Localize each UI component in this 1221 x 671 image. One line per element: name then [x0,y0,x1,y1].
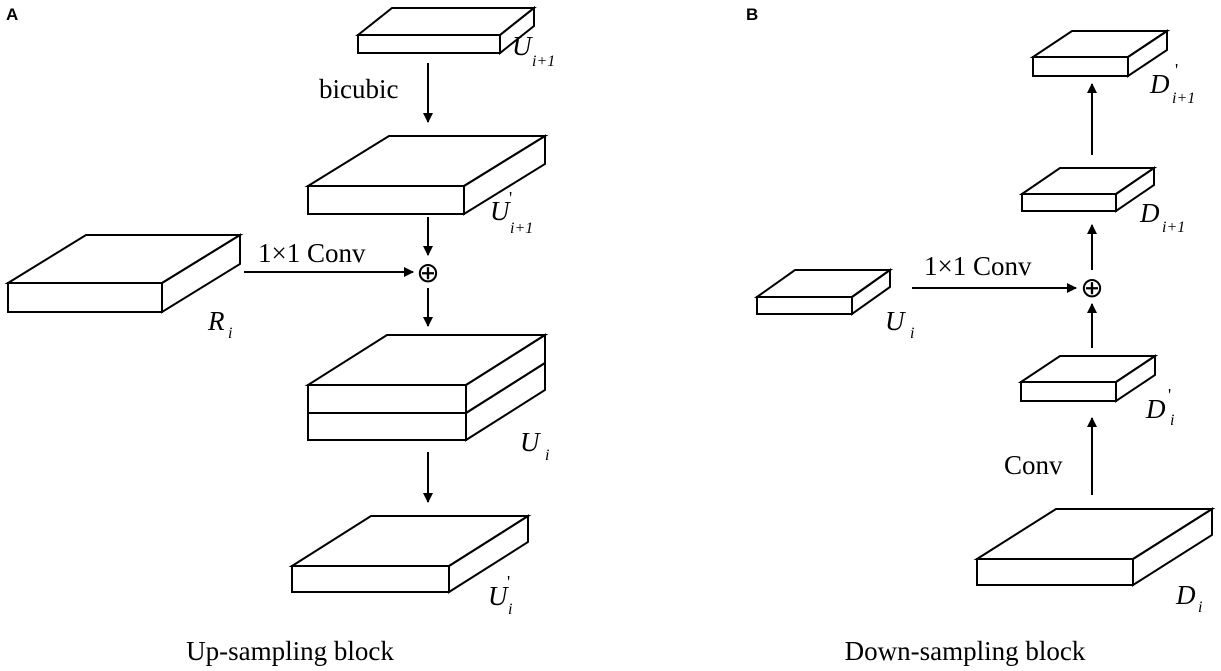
block-u-next-up [304,134,549,216]
label-d-prime: D ' i [1145,385,1175,429]
block-d [973,507,1216,587]
op-conv-a: 1×1 Conv [258,238,366,268]
block-u-stack [304,333,549,442]
sum-symbol-a: ⊕ [416,258,439,289]
caption-a: Up-sampling block [186,636,394,666]
caption-b: Down-sampling block [845,636,1086,666]
label-u: U i [520,427,549,464]
panel-b-letter: B [746,5,758,24]
block-d-prime [1017,354,1159,403]
block-u-next [355,5,537,56]
label-u-b: U i [885,306,914,342]
op-conv-b: Conv [1004,450,1063,480]
cbam-text: CBAM [366,531,443,560]
op-conv1-b: 1×1 Conv [924,251,1032,281]
label-d-next-out: D ' i+1 [1149,60,1195,107]
se-text: SE [1085,29,1115,58]
sum-symbol-b: ⊕ [1080,273,1103,304]
label-r: R i [207,306,232,342]
block-se [1029,29,1171,78]
label-u-next-up: U ' i+1 [490,188,533,237]
block-u-b [753,268,894,316]
block-d-next [1018,166,1158,213]
op-bicubic: bicubic [319,74,398,104]
block-r [4,233,244,314]
block-cbam [288,514,532,594]
label-u-next: U i+1 [512,31,555,70]
label-d-next: D i+1 [1139,198,1185,236]
panel-a-letter: A [6,5,18,24]
label-d: D i [1175,580,1202,616]
label-u-out: U ' i [488,572,514,618]
